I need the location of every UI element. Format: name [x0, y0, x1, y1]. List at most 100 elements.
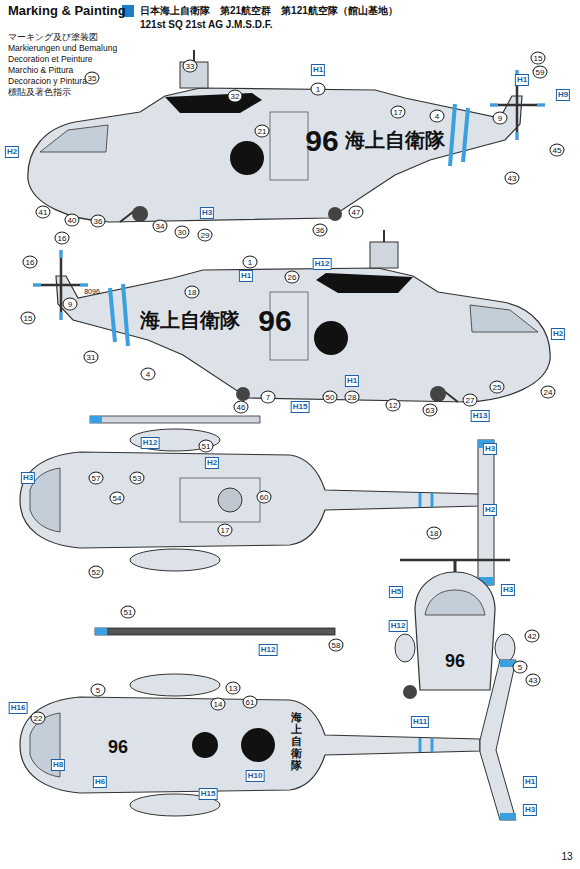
- color-code: H8: [51, 759, 65, 771]
- color-code: H3: [501, 584, 515, 596]
- callout-number: 53: [130, 472, 145, 485]
- color-code: H15: [291, 401, 310, 413]
- color-code: H1: [311, 64, 325, 76]
- heading-text: Marchio & Pittura: [8, 66, 73, 75]
- callout-number: 12: [386, 399, 401, 412]
- color-code: H12: [141, 437, 160, 449]
- aircraft-marking: 96: [108, 738, 128, 758]
- callout-number: 28: [345, 391, 360, 404]
- callout-number: 36: [91, 215, 106, 228]
- color-code: H3: [523, 804, 537, 816]
- callout-number: 15: [531, 52, 546, 65]
- callout-number: 57: [89, 472, 104, 485]
- color-code: H6: [93, 776, 107, 788]
- callout-number: 1: [311, 83, 326, 96]
- callout-number: 43: [526, 674, 541, 687]
- callout-number: 31: [84, 351, 99, 364]
- serial-number: 8096: [84, 288, 100, 296]
- color-code: H1: [239, 270, 253, 282]
- aircraft-marking: 96: [445, 652, 465, 672]
- callout-number: 14: [211, 698, 226, 711]
- callout-number: 5: [513, 661, 528, 674]
- heading-text: Markierungen und Bemalung: [8, 44, 117, 53]
- color-code: H1: [515, 74, 529, 86]
- callout-number: 47: [349, 206, 364, 219]
- callout-number: 17: [218, 524, 233, 537]
- callout-number: 4: [430, 110, 445, 123]
- aircraft-marking: 96: [258, 304, 291, 337]
- callout-number: 25: [490, 381, 505, 394]
- page-number: 13: [561, 851, 572, 862]
- bottom-view: [20, 628, 516, 820]
- callout-number: 5: [91, 684, 106, 697]
- heading-text: 標貼及著色指示: [8, 88, 71, 97]
- color-code: H3: [200, 207, 214, 219]
- callout-number: 63: [423, 404, 438, 417]
- callout-number: 61: [243, 696, 258, 709]
- color-code: H12: [259, 644, 278, 656]
- color-code: H1: [345, 375, 359, 387]
- callout-number: 16: [23, 256, 38, 269]
- aircraft-marking: 海上自衛隊: [140, 309, 240, 331]
- heading-text: Decoration et Peinture: [8, 55, 93, 64]
- callout-number: 9: [63, 298, 78, 311]
- callout-number: 26: [285, 271, 300, 284]
- callout-number: 4: [141, 368, 156, 381]
- color-code: H12: [389, 620, 408, 632]
- heading-text: 日本海上自衛隊 第21航空群 第121航空隊（館山基地）: [140, 5, 398, 16]
- color-code: H3: [483, 443, 497, 455]
- heading-text: Decoracion y Pintura: [8, 77, 87, 86]
- callout-number: 36: [313, 224, 328, 237]
- callout-number: 32: [228, 90, 243, 103]
- callout-number: 7: [261, 391, 276, 404]
- callout-number: 34: [153, 220, 168, 233]
- callout-number: 18: [185, 286, 200, 299]
- aircraft-marking: 海上自衛隊: [291, 712, 302, 772]
- color-code: H5: [389, 586, 403, 598]
- aircraft-marking: 96: [305, 124, 338, 157]
- color-code: H9: [556, 89, 570, 101]
- color-code: H2: [551, 328, 565, 340]
- color-code: H2: [5, 146, 19, 158]
- callout-number: 58: [329, 639, 344, 652]
- callout-number: 15: [21, 312, 36, 325]
- callout-number: 60: [257, 491, 272, 504]
- callout-number: 59: [533, 66, 548, 79]
- color-code: H10: [246, 770, 265, 782]
- callout-number: 33: [183, 60, 198, 73]
- callout-number: 17: [391, 106, 406, 119]
- callout-number: 46: [234, 401, 249, 414]
- callout-number: 30: [175, 226, 190, 239]
- callout-number: 40: [65, 214, 80, 227]
- callout-number: 1: [243, 256, 258, 269]
- callout-number: 54: [110, 492, 125, 505]
- color-code: H15: [199, 788, 218, 800]
- callout-number: 43: [505, 172, 520, 185]
- callout-number: 27: [463, 394, 478, 407]
- callout-number: 35: [85, 72, 100, 85]
- callout-number: 18: [427, 527, 442, 540]
- callout-number: 24: [541, 386, 556, 399]
- callout-number: 9: [493, 112, 508, 125]
- callout-number: 50: [323, 391, 338, 404]
- callout-number: 22: [31, 712, 46, 725]
- page-title: Marking & Painting: [8, 3, 126, 18]
- aircraft-marking: 海上自衛隊: [345, 129, 445, 151]
- callout-number: 41: [36, 206, 51, 219]
- callout-number: 51: [121, 606, 136, 619]
- callout-number: 21: [255, 125, 270, 138]
- callout-number: 51: [199, 440, 214, 453]
- callout-number: 16: [55, 232, 70, 245]
- callout-number: 13: [226, 682, 241, 695]
- heading-text: マーキング及び塗装図: [8, 33, 98, 42]
- color-code: H1: [523, 776, 537, 788]
- heading-text: 121st SQ 21st AG J.M.S.D.F.: [140, 19, 272, 30]
- color-code: H16: [9, 702, 28, 714]
- callout-number: 52: [89, 566, 104, 579]
- color-code: H13: [471, 410, 490, 422]
- callout-number: 45: [550, 144, 565, 157]
- color-code: H12: [313, 258, 332, 270]
- color-code: H2: [483, 504, 497, 516]
- callout-number: 42: [525, 630, 540, 643]
- color-code: H2: [205, 457, 219, 469]
